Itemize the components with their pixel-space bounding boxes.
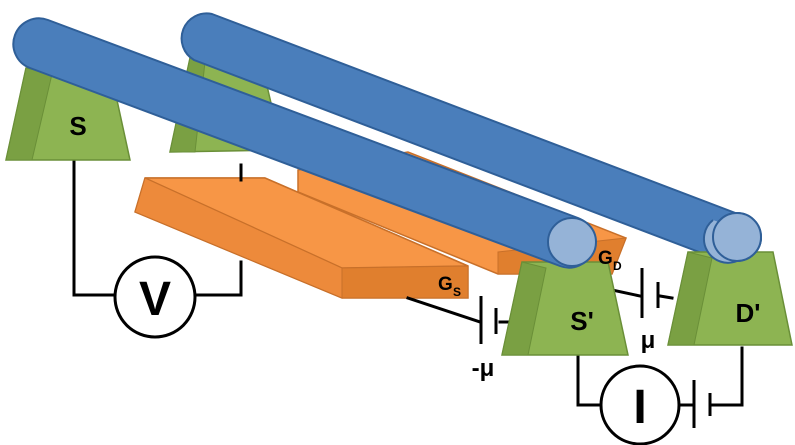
label-bias-positive: μ	[641, 327, 656, 354]
label-bias-negative: -μ	[472, 355, 495, 382]
label-drain-right: D'	[736, 298, 761, 328]
nanotube-front	[12, 17, 597, 269]
contact-s-prime	[501, 261, 629, 356]
gate-source-sub: S	[453, 285, 461, 299]
contact-d-prime	[667, 251, 793, 346]
gate-drain-main: G	[598, 248, 613, 269]
gate-source-main: G	[438, 274, 453, 295]
gate-drain-sub: D	[613, 259, 622, 273]
battery-current-loop	[692, 380, 712, 428]
label-gate-drain: G D	[598, 248, 622, 273]
label-source-right: S'	[570, 306, 594, 336]
voltmeter-label: V	[139, 273, 171, 326]
gate-source	[134, 177, 469, 299]
battery-drain-gate	[640, 268, 660, 318]
label-gate-source: G S	[438, 274, 461, 299]
label-source-left: S	[69, 111, 86, 141]
ammeter: I	[599, 364, 681, 445]
voltmeter: V	[113, 255, 197, 339]
ammeter-label: I	[633, 381, 646, 434]
nanotube-back-end	[702, 212, 762, 264]
battery-source-gate	[479, 296, 498, 344]
